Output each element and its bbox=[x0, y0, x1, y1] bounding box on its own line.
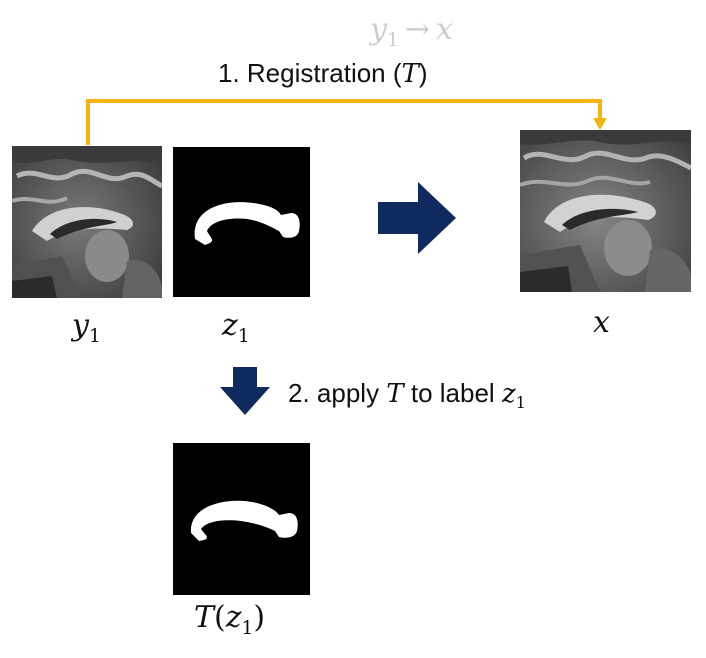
mri-x-drawing bbox=[520, 130, 691, 292]
registration-symbol: T bbox=[401, 59, 419, 89]
mapping-from-sub: 1 bbox=[386, 30, 399, 52]
step2-label: 2. apply T to label z1 bbox=[288, 378, 526, 413]
segmentation-z1 bbox=[173, 147, 310, 297]
label-tz1-sub: 1 bbox=[241, 618, 254, 640]
registration-arrowhead bbox=[593, 118, 607, 130]
label-z1-main: z bbox=[222, 308, 238, 343]
step2-symbol: T bbox=[386, 379, 404, 409]
step2-target-sub: 1 bbox=[515, 393, 526, 413]
step2-middle: to label bbox=[403, 378, 502, 408]
registration-close: ) bbox=[418, 58, 428, 88]
label-x: x bbox=[593, 305, 610, 340]
step2-target-main: z bbox=[501, 379, 516, 409]
label-tz1-arg: z bbox=[225, 600, 242, 635]
label-tz1-open: ( bbox=[214, 600, 226, 635]
mri-image-y1 bbox=[12, 146, 162, 298]
mapping-from: y bbox=[370, 12, 387, 47]
registration-label: 1. Registration (T) bbox=[218, 58, 428, 89]
step2-prefix: 2. apply bbox=[288, 378, 387, 408]
label-z1: z1 bbox=[222, 308, 250, 347]
seg-z1-drawing bbox=[194, 202, 300, 245]
label-y1-sub: 1 bbox=[88, 326, 101, 348]
label-z1-sub: 1 bbox=[237, 326, 250, 348]
registration-line bbox=[86, 99, 602, 145]
label-y1: y1 bbox=[72, 308, 101, 347]
label-tz1-fn: T bbox=[194, 600, 215, 635]
mapping-to: x bbox=[435, 12, 453, 47]
label-tz1-close: ) bbox=[253, 600, 266, 635]
label-y1-main: y bbox=[72, 308, 89, 343]
seg-tz1-drawing bbox=[190, 500, 298, 541]
right-arrow-icon bbox=[378, 182, 456, 254]
label-tz1: T(z1) bbox=[194, 600, 266, 639]
segmentation-tz1 bbox=[173, 443, 310, 595]
mapping-title: y1→x bbox=[370, 12, 453, 51]
down-arrow-icon bbox=[220, 367, 270, 415]
registration-text: 1. Registration ( bbox=[218, 58, 402, 88]
step2-target: z1 bbox=[501, 379, 526, 413]
mri-y1-drawing bbox=[12, 146, 162, 298]
label-x-main: x bbox=[593, 305, 610, 340]
mri-image-x bbox=[520, 130, 691, 292]
mapping-arrow: → bbox=[404, 12, 430, 47]
